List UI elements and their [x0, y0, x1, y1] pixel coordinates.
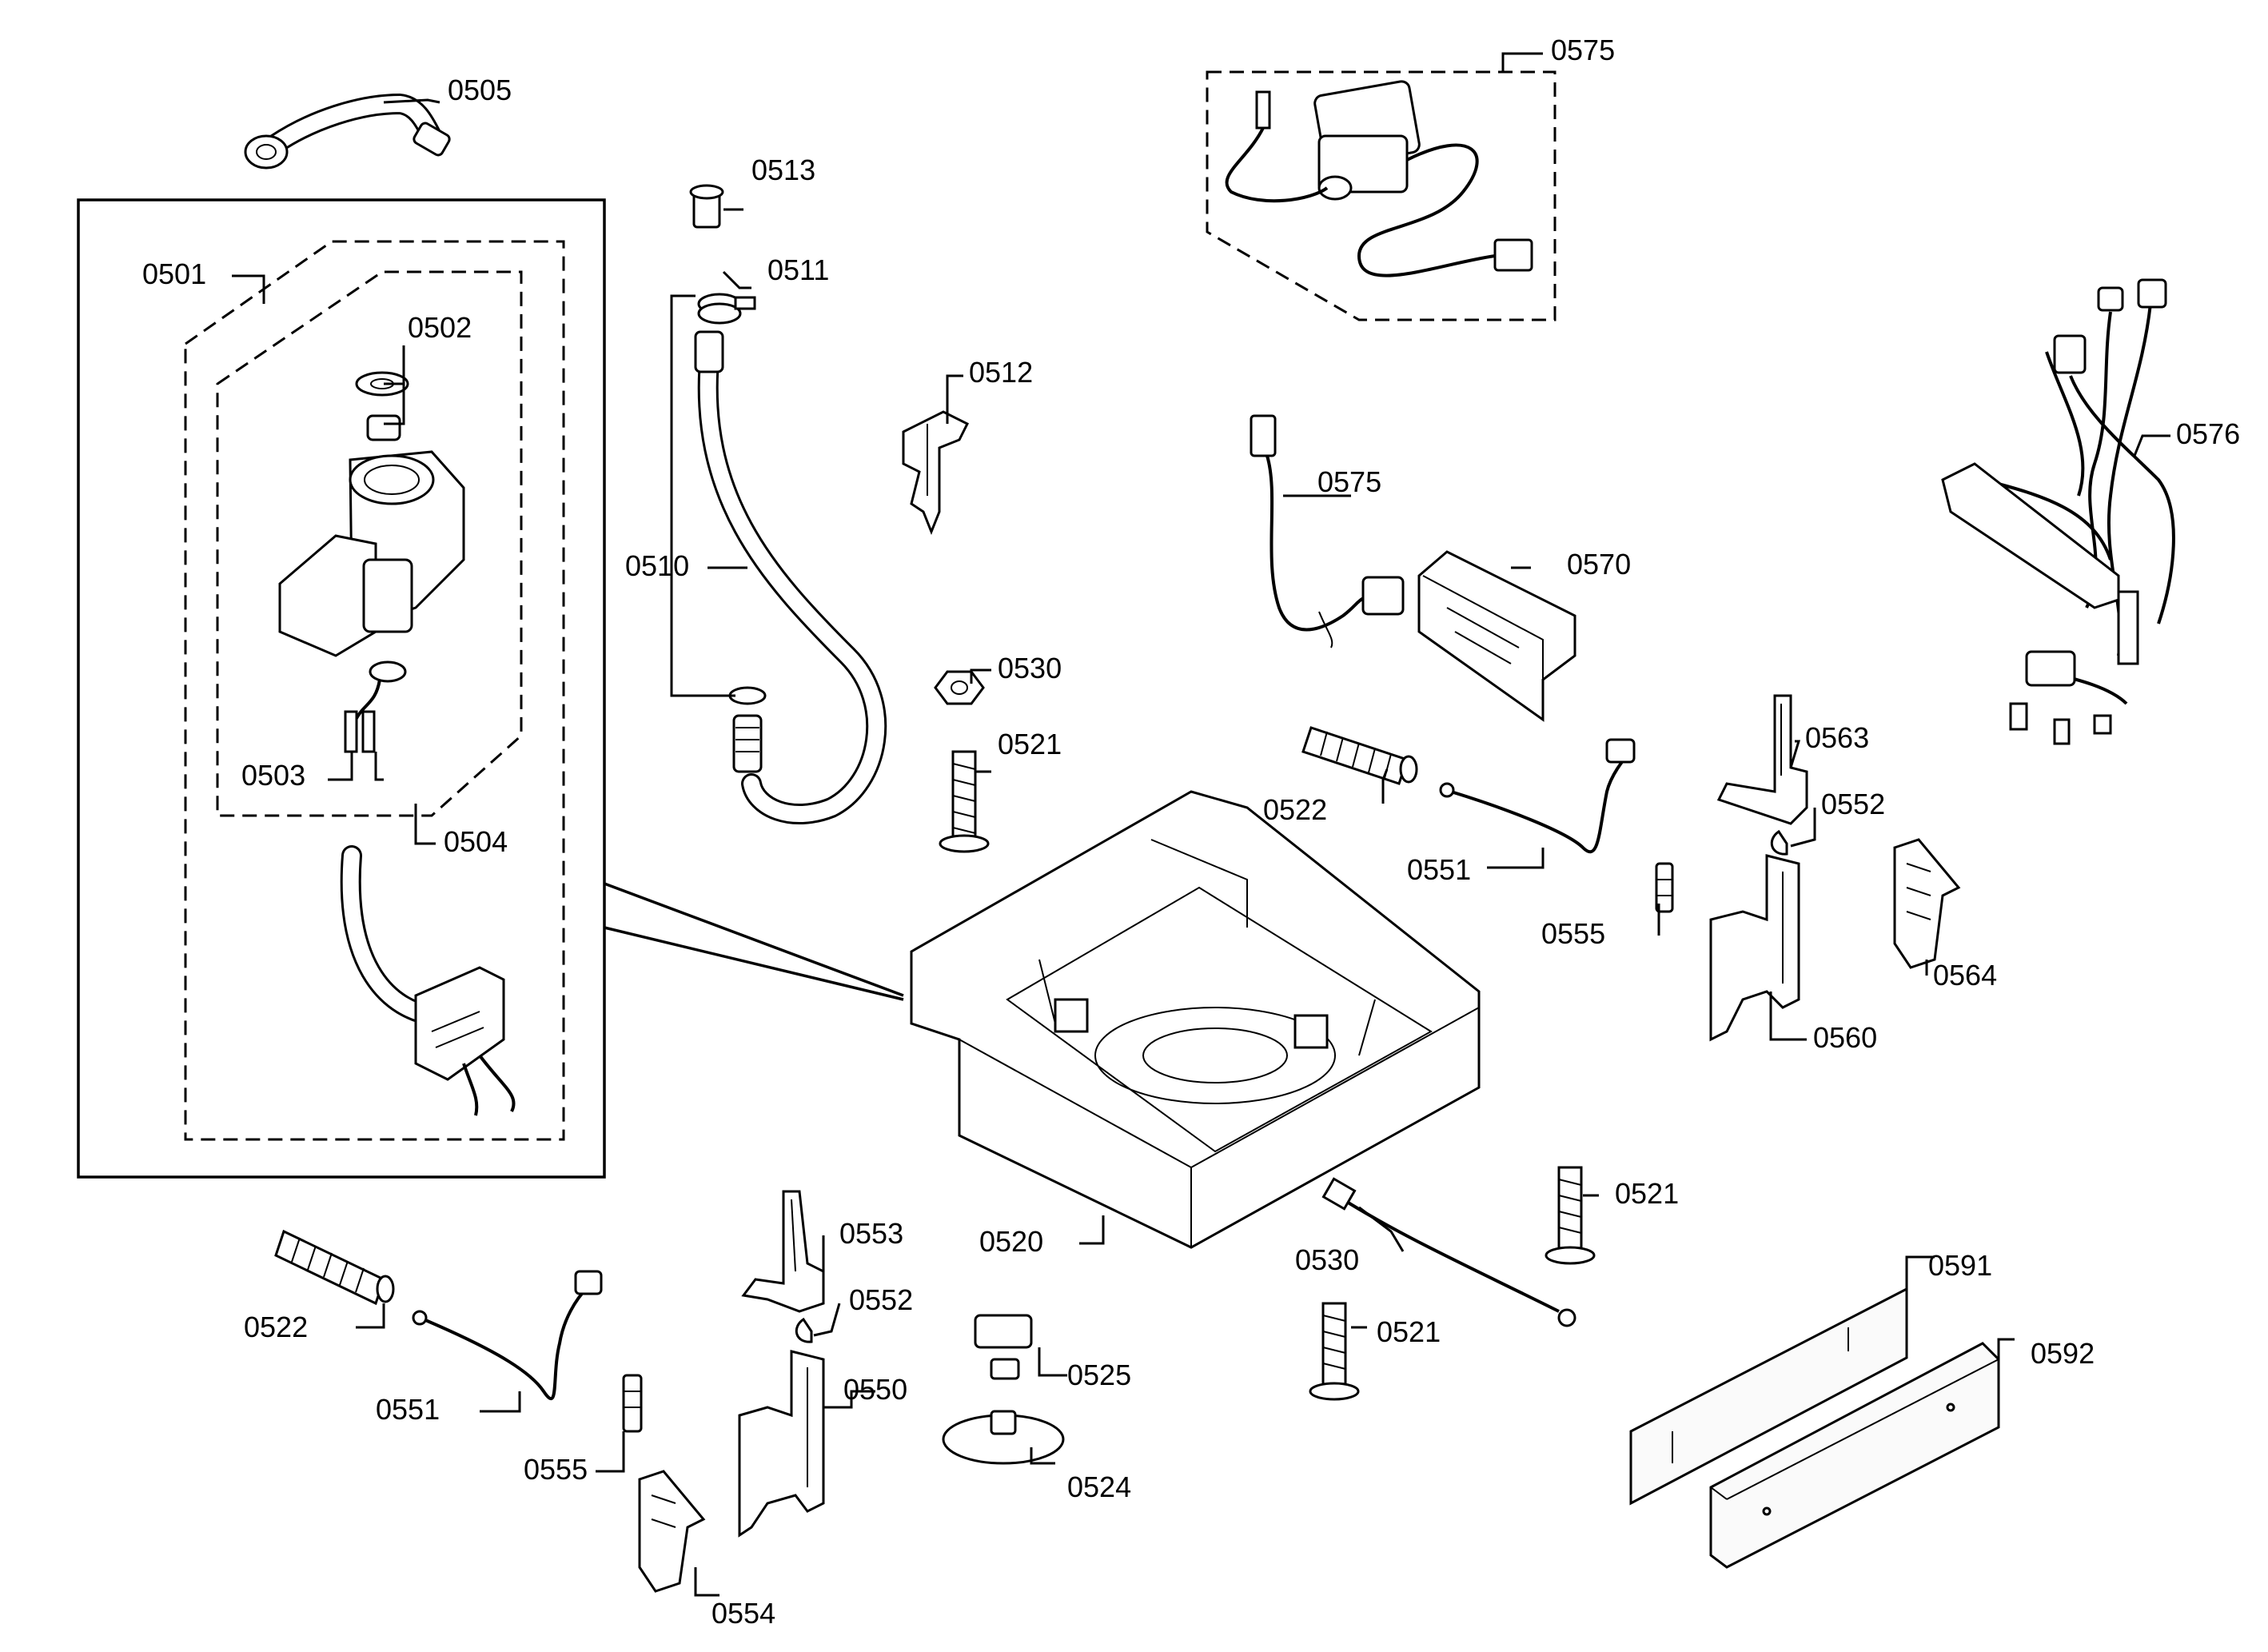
- power-cord-0575: [1250, 414, 1405, 648]
- label-0563: 0563: [1805, 721, 1869, 754]
- bracket-0553: [741, 1190, 825, 1313]
- label-0521-lower: 0521: [1377, 1315, 1441, 1348]
- spring-0522-right: [1301, 726, 1418, 785]
- hose-0504-part: [340, 845, 516, 1116]
- label-0576: 0576: [2176, 417, 2240, 450]
- label-0521-upper: 0521: [998, 728, 1062, 760]
- label-0591: 0591: [1928, 1249, 1992, 1282]
- kick-panel-0592: [1709, 1342, 2000, 1569]
- label-0551-left: 0551: [376, 1393, 440, 1426]
- spring-0522-left: [274, 1229, 395, 1306]
- foot-0521-upper: [939, 750, 990, 853]
- wiring-harness-0576: [1941, 278, 2175, 745]
- label-0501: 0501: [142, 257, 206, 290]
- clamp-0511: [697, 293, 756, 325]
- label-0530-upper: 0530: [998, 652, 1062, 684]
- label-0530-lower: 0530: [1295, 1243, 1359, 1276]
- cable-0551-right: [1439, 738, 1636, 854]
- label-0522-right: 0522: [1263, 793, 1327, 826]
- label-0503: 0503: [241, 759, 305, 792]
- label-0525: 0525: [1067, 1359, 1131, 1391]
- cable-0530-lower: [1321, 1177, 1576, 1327]
- label-0551-right: 0551: [1407, 853, 1471, 886]
- label-0553: 0553: [839, 1217, 903, 1250]
- label-0513: 0513: [751, 154, 815, 186]
- part-labels: 0505 0513 0511 0501 0502 0512 0510 0503 …: [142, 34, 2240, 1630]
- label-0550: 0550: [843, 1373, 907, 1406]
- label-0510: 0510: [625, 549, 689, 582]
- label-0552-lower: 0552: [849, 1283, 913, 1316]
- clip-0552-lower: [795, 1317, 813, 1343]
- label-0555-left: 0555: [524, 1453, 588, 1486]
- label-0512: 0512: [969, 356, 1033, 389]
- label-0555-right: 0555: [1541, 917, 1605, 950]
- control-module-0570: [1417, 550, 1576, 722]
- label-0554: 0554: [711, 1597, 775, 1630]
- label-0575-cord: 0575: [1317, 465, 1381, 498]
- cover-0554: [638, 1470, 706, 1593]
- detail-frame-0501: [77, 198, 904, 1179]
- cable-0551-left: [412, 1270, 603, 1400]
- label-0521-right: 0521: [1615, 1177, 1679, 1210]
- label-0502: 0502: [408, 311, 472, 344]
- base-tub-0520: [910, 790, 1481, 1249]
- label-0552-right: 0552: [1821, 788, 1885, 820]
- switch-0525: [974, 1314, 1033, 1380]
- hinge-bracket-0550: [738, 1350, 825, 1538]
- label-0511: 0511: [767, 253, 829, 286]
- hinge-bracket-0560: [1709, 854, 1800, 1042]
- inlet-valve-part: [278, 371, 465, 753]
- foot-0521-lower: [1309, 1302, 1360, 1401]
- nut-0530: [934, 670, 985, 705]
- clip-0555-left: [622, 1374, 643, 1433]
- drain-hose-0510: [694, 330, 887, 824]
- label-0524: 0524: [1067, 1470, 1131, 1503]
- cover-0564: [1893, 838, 1961, 969]
- label-0592: 0592: [2031, 1337, 2095, 1370]
- label-0560: 0560: [1813, 1021, 1877, 1054]
- clip-0552-right: [1770, 829, 1788, 856]
- bracket-0563: [1716, 694, 1808, 825]
- pump-0575-top: [1206, 70, 1557, 321]
- float-0524: [942, 1410, 1065, 1465]
- label-0575-top: 0575: [1551, 34, 1615, 66]
- cap-0513: [689, 184, 724, 229]
- label-0564: 0564: [1933, 959, 1997, 992]
- supply-hose-0505: [244, 93, 451, 170]
- label-0505: 0505: [448, 74, 512, 106]
- clip-0555-right: [1655, 862, 1674, 913]
- label-0570: 0570: [1567, 548, 1631, 581]
- label-0504: 0504: [444, 825, 508, 858]
- label-0520: 0520: [979, 1225, 1043, 1258]
- leader-lines: [232, 52, 2170, 1597]
- kick-panel-0591: [1629, 1287, 1908, 1506]
- foot-0521-right: [1545, 1166, 1596, 1265]
- label-0522-left: 0522: [244, 1311, 308, 1343]
- bracket-0512: [902, 410, 970, 536]
